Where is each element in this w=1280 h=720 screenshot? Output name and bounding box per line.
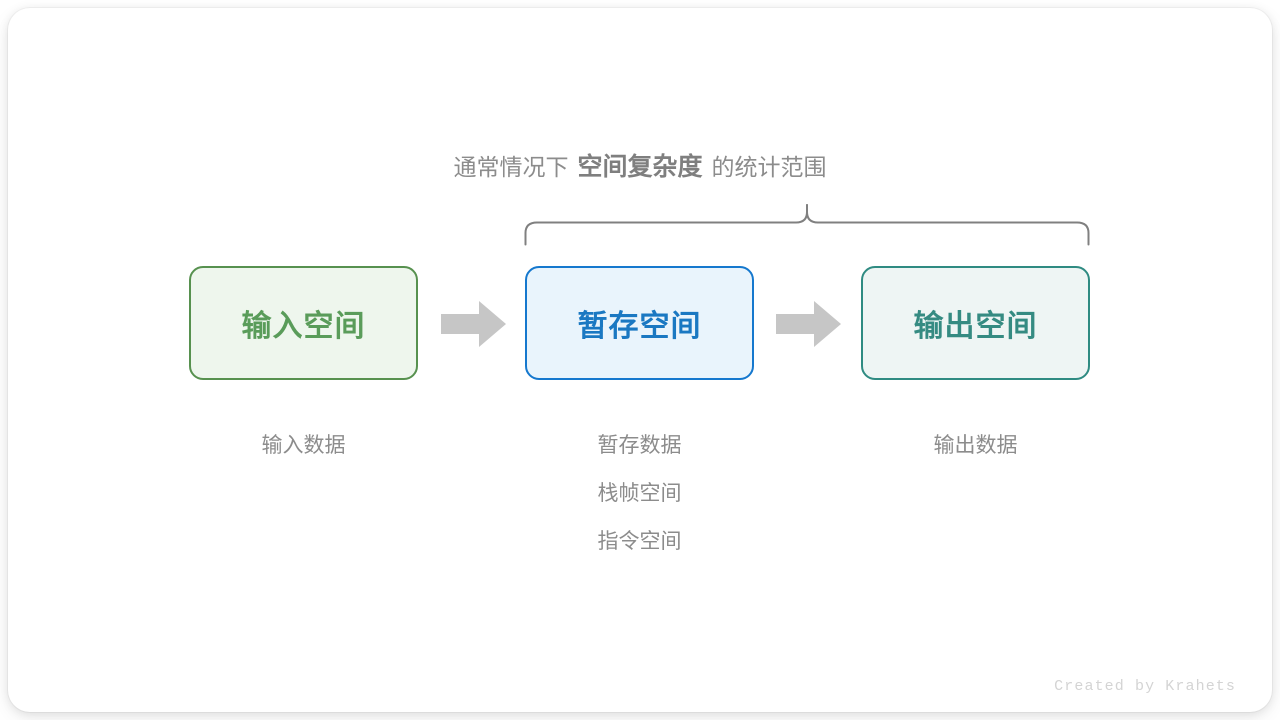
brace-icon <box>524 204 1090 246</box>
caption-emphasis: 空间复杂度 <box>577 153 703 181</box>
box-output-space[interactable]: 输出空间 <box>861 266 1090 380</box>
captions-temp-space: 暂存数据 栈帧空间 指令空间 <box>525 422 754 566</box>
captions-input-space: 输入数据 <box>189 422 418 470</box>
credit-text: Created by Krahets <box>1054 678 1236 695</box>
captions-output-space: 输出数据 <box>861 422 1090 470</box>
caption-item: 栈帧空间 <box>597 482 682 505</box>
caption-item: 暂存数据 <box>597 434 682 457</box>
range-brace <box>515 193 1105 253</box>
arrow-input-to-temp <box>441 300 507 348</box>
caption-suffix: 的统计范围 <box>711 154 827 180</box>
box-temp-space-label: 暂存空间 <box>577 310 702 343</box>
arrow-temp-to-output <box>776 300 842 348</box>
caption-item: 输入数据 <box>261 434 346 457</box>
box-input-space[interactable]: 输入空间 <box>189 266 418 380</box>
caption-prefix: 通常情况下 <box>453 154 569 180</box>
right-arrow-icon <box>441 301 506 347</box>
right-arrow-icon <box>776 301 841 347</box>
box-temp-space[interactable]: 暂存空间 <box>525 266 754 380</box>
caption-item: 输出数据 <box>933 434 1018 457</box>
box-input-space-label: 输入空间 <box>241 310 366 343</box>
brace-caption: 通常情况下空间复杂度的统计范围 <box>0 150 1280 184</box>
caption-item: 指令空间 <box>597 530 682 553</box>
box-output-space-label: 输出空间 <box>913 310 1038 343</box>
